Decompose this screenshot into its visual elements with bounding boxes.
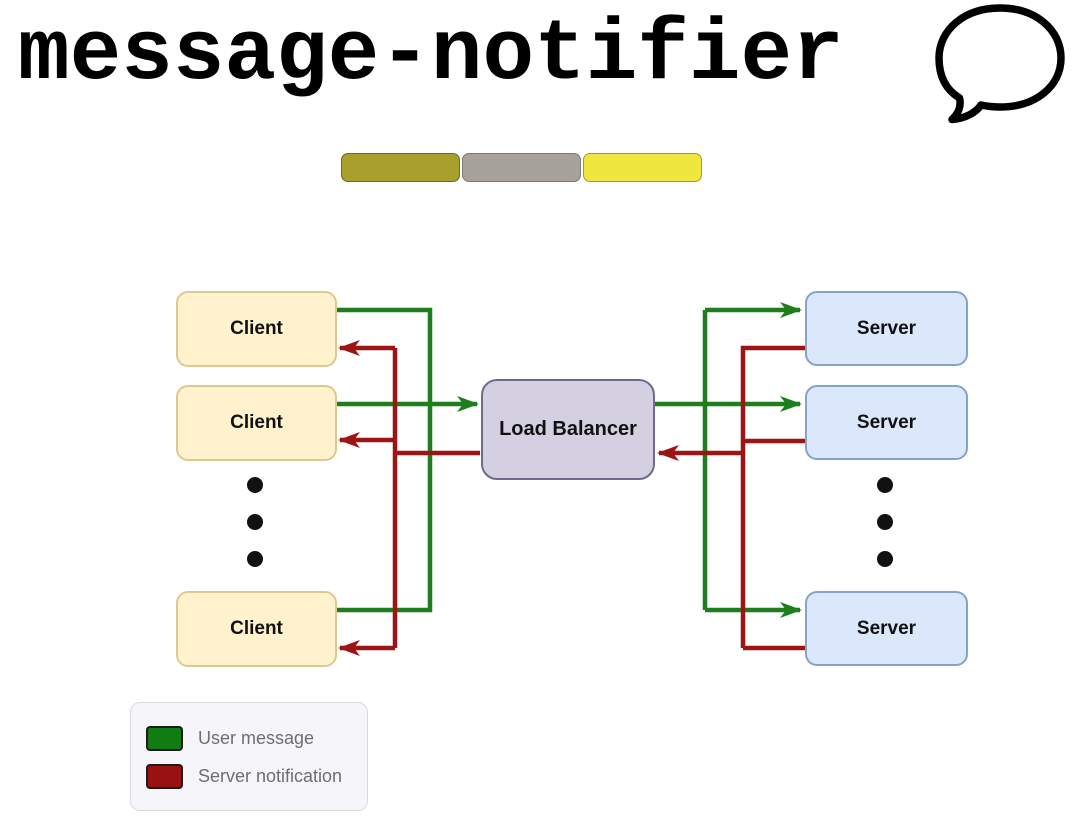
legend-row-user-message: User message — [146, 726, 367, 751]
server-ellipsis-dots — [877, 477, 893, 567]
user-message-line-client-bus — [337, 307, 433, 613]
ellipsis-dot — [247, 477, 263, 493]
client-node-2: Client — [176, 385, 337, 461]
ellipsis-dot — [877, 477, 893, 493]
client-node-1: Client — [176, 291, 337, 367]
speech-bubble-path — [935, 4, 1065, 124]
badge-gray — [462, 153, 581, 182]
legend-label: User message — [198, 728, 315, 748]
client-label: Client — [230, 412, 283, 433]
server-label: Server — [856, 617, 917, 639]
load-balancer-label: Load Balancer — [499, 418, 637, 440]
badge-strip — [341, 153, 702, 182]
server-node-1: Server — [805, 291, 968, 366]
ellipsis-dot — [877, 551, 893, 567]
server-notification-swatch — [146, 764, 183, 789]
user-message-swatch — [146, 726, 183, 751]
server-notification-line-client-bus — [392, 348, 480, 648]
server-node-3: Server — [805, 591, 968, 666]
client-ellipsis-dots — [247, 477, 263, 567]
badge-yellow — [583, 153, 702, 182]
badge-olive — [341, 153, 460, 182]
load-balancer-node: Load Balancer — [481, 379, 655, 480]
client-label: Client — [230, 318, 283, 339]
legend: User message Server notification — [130, 702, 368, 811]
client-label: Client — [230, 618, 283, 639]
ellipsis-dot — [247, 514, 263, 530]
server-label: Server — [856, 411, 917, 433]
server-label: Server — [856, 317, 917, 339]
client-node-3: Client — [176, 591, 337, 667]
legend-row-server-notification: Server notification — [146, 764, 367, 789]
ellipsis-dot — [877, 514, 893, 530]
ellipsis-dot — [247, 551, 263, 567]
server-node-2: Server — [805, 385, 968, 460]
legend-label: Server notification — [198, 766, 343, 786]
speech-bubble-icon — [935, 4, 1065, 124]
page-title: message-notifier — [18, 6, 844, 104]
server-notification-line-server-bus — [740, 345, 805, 651]
